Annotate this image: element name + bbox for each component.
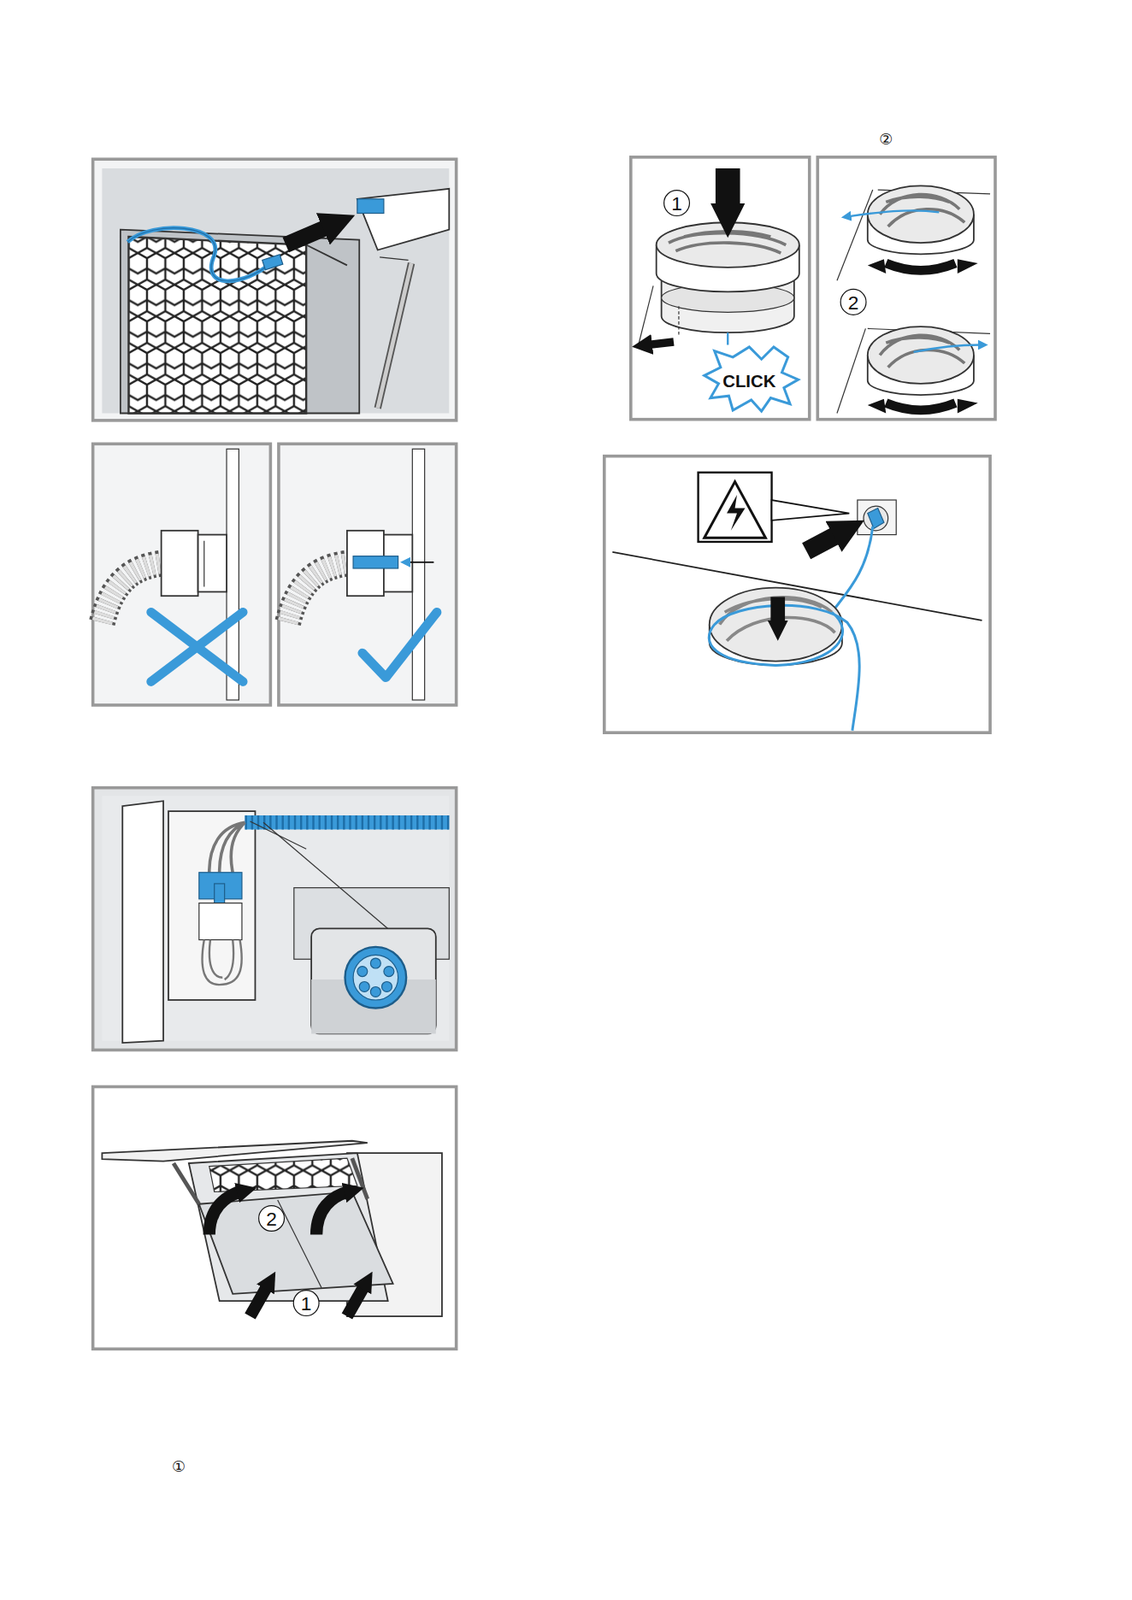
step-reference: ② <box>878 130 893 147</box>
callout-number: 2 <box>258 1205 285 1233</box>
panel-filter-cable <box>93 159 457 421</box>
panel-wrong-connector <box>93 443 272 706</box>
step-reference: ① <box>171 1459 186 1475</box>
callout-number: 2 <box>840 288 867 316</box>
callout-number: 1 <box>663 189 690 217</box>
panel-cable-routing <box>93 788 457 1051</box>
panel-insert-filter <box>93 1086 457 1350</box>
panel-rotate-module <box>817 157 996 420</box>
click-text: CLICK <box>722 372 776 390</box>
panel-plug-in <box>604 456 991 734</box>
callout-number: 1 <box>293 1290 320 1317</box>
panel-attach-module <box>630 157 810 420</box>
panel-correct-connector <box>278 443 457 706</box>
